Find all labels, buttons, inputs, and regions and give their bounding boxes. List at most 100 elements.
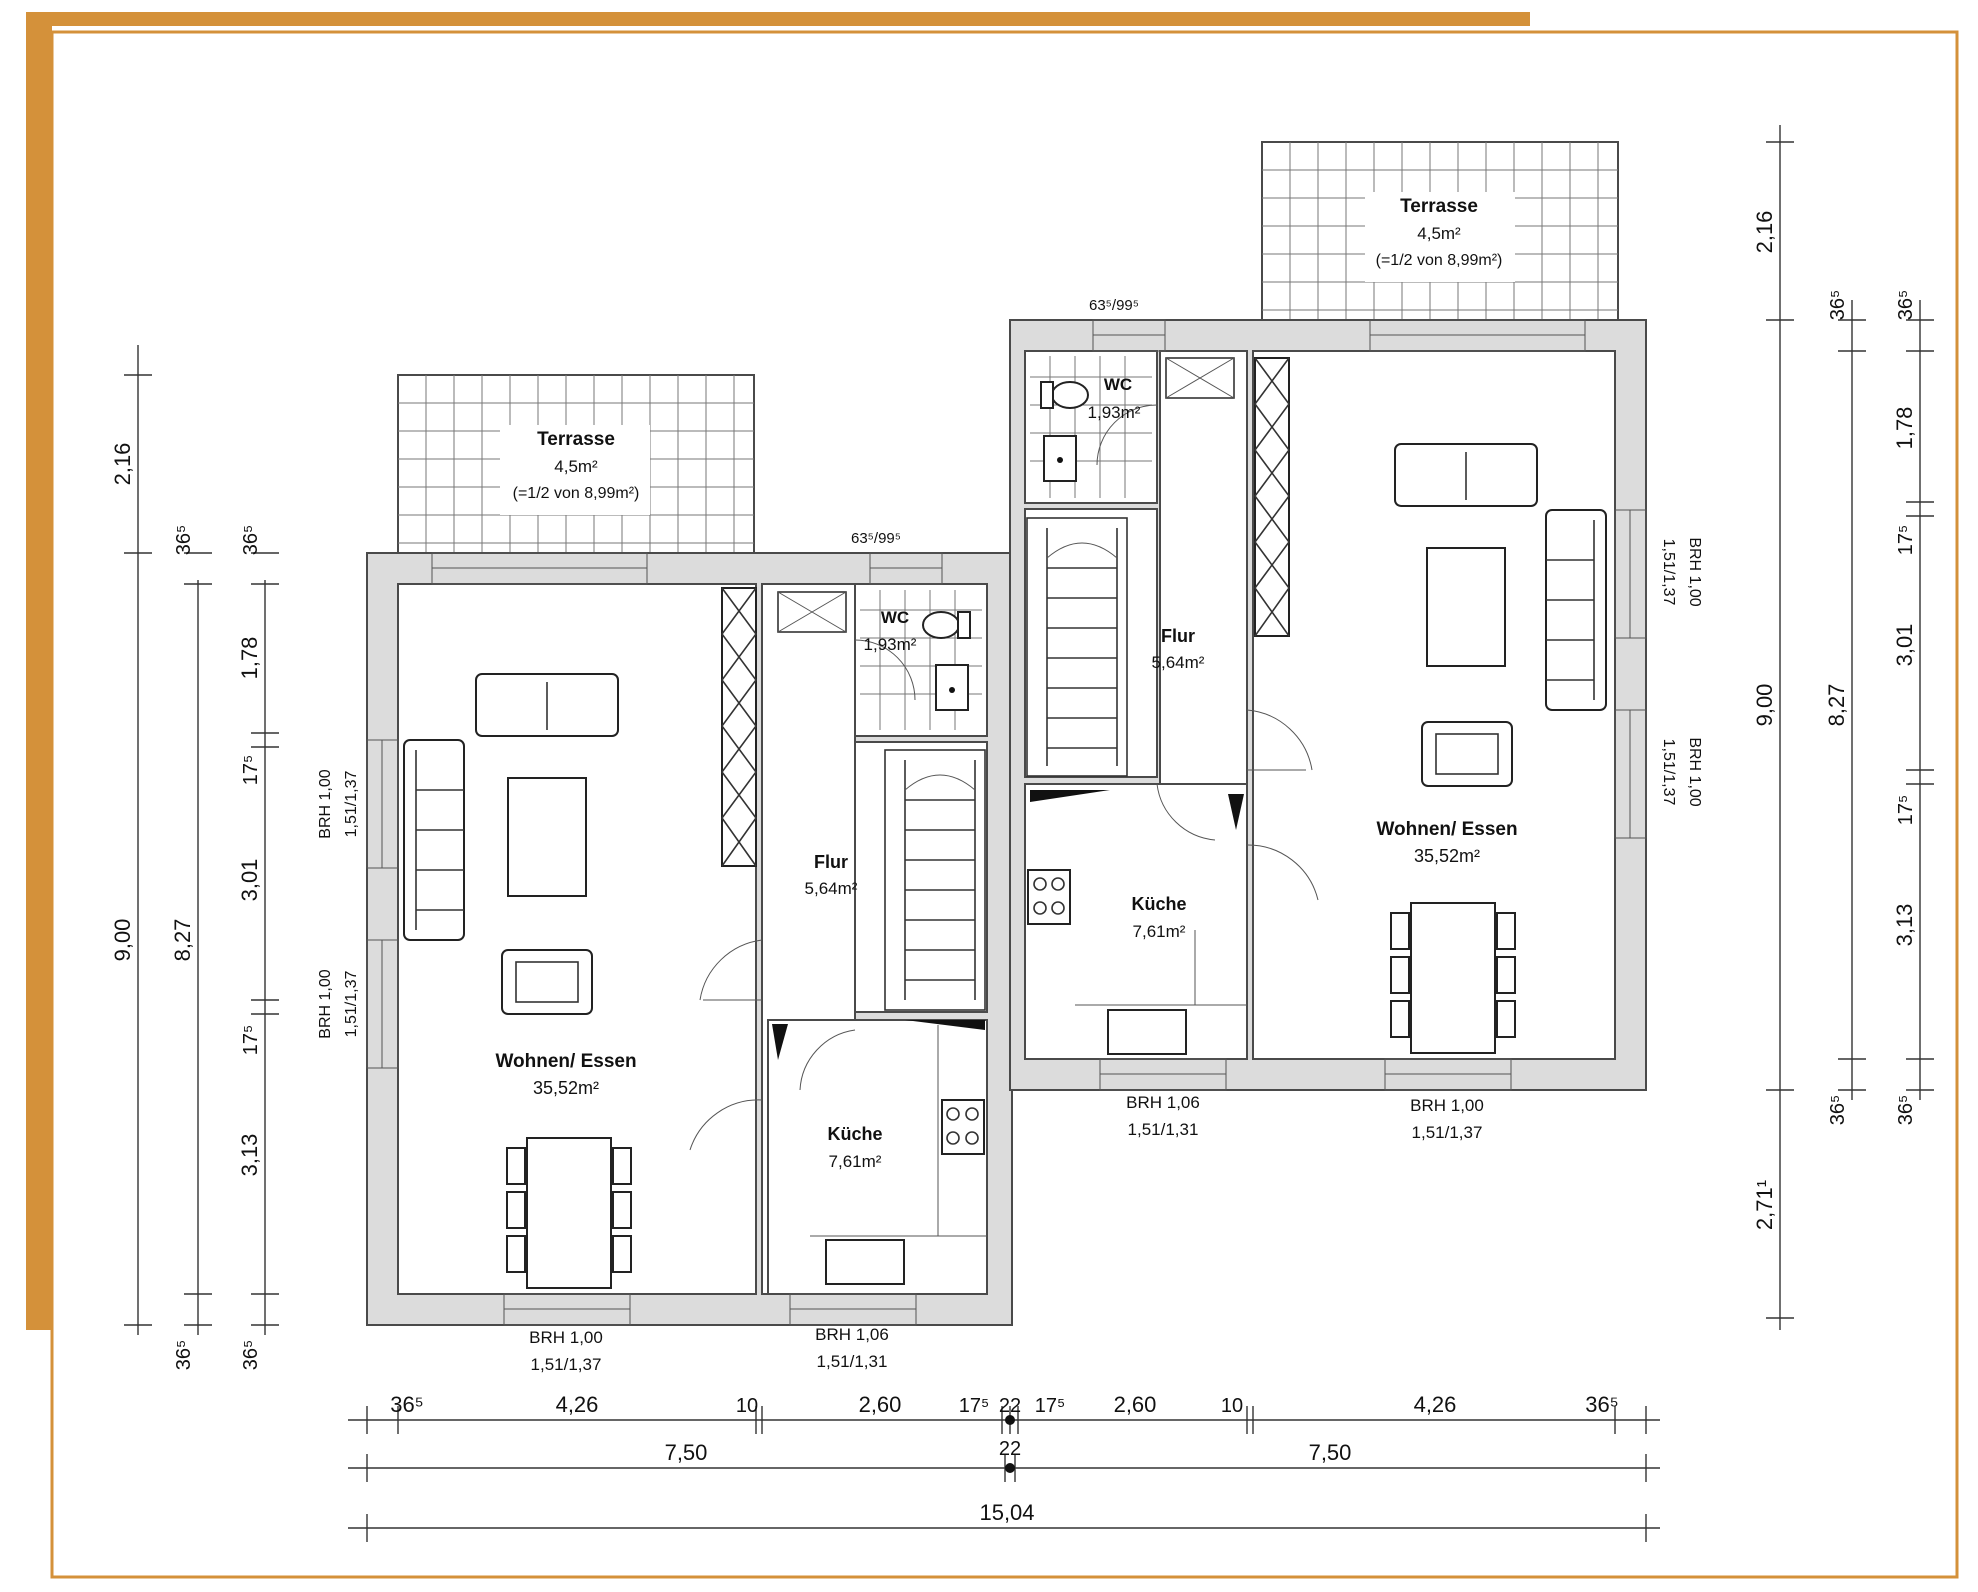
terrace-right-label: Terrasse (1400, 196, 1478, 217)
wc-left-window-label: 63⁵/99⁵ (851, 530, 901, 547)
dim-h-total: 15,04 (979, 1500, 1034, 1525)
furniture-wohnen-right (1390, 443, 1607, 1054)
dim-h1-1: 4,26 (556, 1392, 599, 1417)
dim-h1-10: 36⁵ (1585, 1392, 1619, 1417)
flur-left-label: Flur (814, 852, 848, 872)
dim-right-outer-0: 2,16 (1752, 211, 1777, 254)
dim-left-inner-0: 36⁵ (240, 525, 262, 556)
dim-right-inner-6: 36⁵ (1895, 1095, 1917, 1126)
unit-right: Terrasse 4,5m² (=1/2 von 8,99m²) WC 1,93… (1009, 141, 1703, 1142)
flur-right-area: 5,64m² (1152, 653, 1205, 672)
terrace-left-area: 4,5m² (554, 457, 598, 476)
flur-right-label: Flur (1161, 626, 1195, 646)
room-flur-left (854, 741, 988, 1013)
dim-h2-0: 7,50 (665, 1440, 708, 1465)
dim-h1-2: 10 (736, 1395, 758, 1417)
window-left-side-b-size: 1,51/1,37 (343, 971, 360, 1038)
dim-left-inner-4: 17⁵ (240, 1025, 262, 1056)
window-right-kueche-size: 1,51/1,31 (1128, 1120, 1199, 1139)
kitchen-right-fixtures (1027, 869, 1247, 1055)
kueche-left-area: 7,61m² (829, 1152, 882, 1171)
window-right-kueche-brh: BRH 1,06 (1126, 1093, 1200, 1112)
dim-left-inner-2: 17⁵ (240, 755, 262, 786)
wc-right-window-label: 63⁵/99⁵ (1089, 297, 1139, 314)
shaft-left (777, 591, 847, 633)
furniture-wohnen-left (403, 673, 632, 1289)
doors-right (1030, 709, 1319, 901)
room-flur-right (1024, 508, 1158, 778)
dim-left-inner-6: 36⁵ (240, 1340, 262, 1371)
windows-right (1092, 319, 1647, 1091)
stairs-left (884, 749, 986, 1011)
dim-right-inner-2: 17⁵ (1895, 525, 1917, 556)
wohnen-right-area: 35,52m² (1414, 846, 1480, 866)
window-left-kueche-size: 1,51/1,31 (817, 1352, 888, 1371)
flur-left-area: 5,64m² (805, 879, 858, 898)
window-right-side-a-size: 1,51/1,37 (1660, 539, 1677, 606)
dim-right-mid-1: 8,27 (1824, 684, 1849, 727)
wc-left-fixtures (854, 590, 982, 730)
terrace-left-label: Terrasse (537, 429, 615, 450)
unit-left: Terrasse 4,5m² (=1/2 von 8,99m²) WC 1,93… (317, 374, 1013, 1374)
wohnen-right-label: Wohnen/ Essen (1376, 819, 1517, 840)
dim-right-outer-1: 9,00 (1752, 684, 1777, 727)
dim-h1-8: 10 (1221, 1395, 1243, 1417)
window-right-side-b-size: 1,51/1,37 (1660, 739, 1677, 806)
wc-right-area: 1,93m² (1088, 403, 1141, 422)
dim-left-inner-1: 1,78 (237, 637, 262, 680)
wc-left-label: WC (881, 608, 909, 627)
dim-h1-3: 2,60 (859, 1392, 902, 1417)
dim-right-inner-5: 3,13 (1892, 904, 1917, 947)
windows-left (366, 552, 943, 1326)
window-left-kueche-brh: BRH 1,06 (815, 1325, 889, 1344)
dimension-lines: 36⁵ 4,26 10 2,60 17⁵ 22 17⁵ 2,60 10 4,26… (110, 125, 1934, 1542)
shelf-right (1254, 357, 1290, 637)
doors-left (689, 939, 985, 1151)
dim-left-inner-5: 3,13 (237, 1134, 262, 1177)
wohnen-left-area: 35,52m² (533, 1078, 599, 1098)
kueche-right-area: 7,61m² (1133, 922, 1186, 941)
dim-left-inner-3: 3,01 (237, 859, 262, 902)
stairs-right (1026, 517, 1128, 777)
terrace-right-area: 4,5m² (1417, 224, 1461, 243)
window-left-side-a-brh: BRH 1,00 (317, 769, 334, 838)
dim-right-inner-3: 3,01 (1892, 624, 1917, 667)
dim-left-mid-0: 36⁵ (173, 525, 195, 556)
dim-h1-4: 17⁵ (959, 1395, 990, 1417)
dim-h2-2: 7,50 (1309, 1440, 1352, 1465)
window-left-wohnen-brh: BRH 1,00 (529, 1328, 603, 1347)
decorative-frame (26, 12, 1959, 1579)
wc-right-fixtures (1030, 356, 1158, 498)
terrace-right (1261, 141, 1619, 321)
wc-right-label: WC (1104, 375, 1132, 394)
dim-right-outer-2: 2,71¹ (1752, 1180, 1777, 1230)
dim-left-mid-2: 36⁵ (173, 1340, 195, 1371)
shelf-left (721, 587, 757, 867)
dim-h1-0: 36⁵ (390, 1392, 424, 1417)
dim-right-inner-4: 17⁵ (1895, 795, 1917, 826)
dim-h2-1: 22 (999, 1438, 1021, 1460)
wohnen-left-label: Wohnen/ Essen (495, 1051, 636, 1072)
dim-right-mid-2: 36⁵ (1827, 1095, 1849, 1126)
kueche-right-label: Küche (1131, 894, 1186, 914)
window-right-wohnen-brh: BRH 1,00 (1410, 1096, 1484, 1115)
window-left-side-b-brh: BRH 1,00 (317, 969, 334, 1038)
terrace-right-note: (=1/2 von 8,99m²) (1376, 252, 1503, 269)
dim-left-outer-1: 9,00 (110, 919, 135, 962)
dim-right-inner-0: 36⁵ (1895, 290, 1917, 321)
dim-right-mid-0: 36⁵ (1827, 290, 1849, 321)
dim-h1-7: 2,60 (1114, 1392, 1157, 1417)
dim-right-inner-1: 1,78 (1892, 407, 1917, 450)
window-right-side-b-brh: BRH 1,00 (1686, 737, 1703, 806)
dim-h1-9: 4,26 (1414, 1392, 1457, 1417)
kitchen-left-fixtures (810, 1025, 987, 1285)
terrace-left (397, 374, 755, 554)
dim-left-outer-0: 2,16 (110, 443, 135, 486)
window-right-wohnen-size: 1,51/1,37 (1412, 1123, 1483, 1142)
shaft-right (1165, 357, 1235, 399)
window-right-side-a-brh: BRH 1,00 (1686, 537, 1703, 606)
window-left-wohnen-size: 1,51/1,37 (531, 1355, 602, 1374)
wc-left-area: 1,93m² (864, 635, 917, 654)
terrace-left-note: (=1/2 von 8,99m²) (513, 485, 640, 502)
